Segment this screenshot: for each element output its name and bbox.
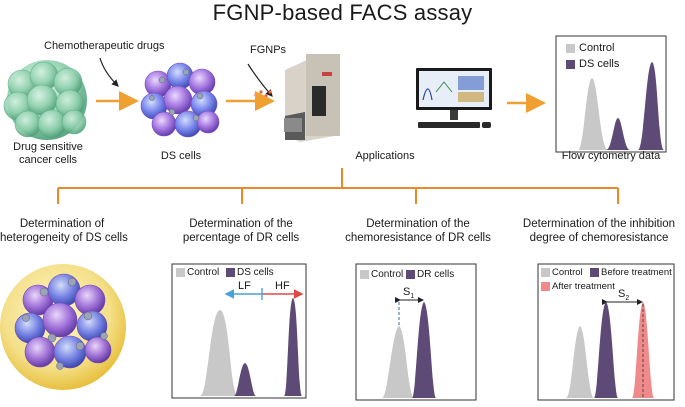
panel3-header: Determination of the chemoresistance of … — [345, 218, 491, 244]
drug-sensitive-cell-cluster — [3, 60, 87, 140]
heterogeneity-cell-cluster — [0, 264, 126, 390]
control-peak — [578, 78, 608, 150]
legend-swatch-before — [590, 268, 599, 277]
legend-swatch-control — [541, 268, 550, 277]
hf-label: HF — [275, 280, 290, 292]
flow-cytometer-instrument — [284, 54, 340, 142]
lf-label: LF — [238, 280, 251, 292]
p2-legend-control: Control — [187, 267, 220, 278]
computer-workstation — [416, 68, 492, 128]
drug-sensitive-label: Drug sensitive cancer cells — [13, 141, 83, 166]
dr-peak — [412, 302, 436, 398]
p4-legend-before: Before treatment — [601, 267, 672, 278]
applications-label: Applications — [355, 150, 415, 162]
legend-swatch-control — [176, 268, 185, 277]
diagram-title: FGNP-based FACS assay — [212, 0, 473, 25]
before-peak — [594, 302, 618, 398]
legend-swatch-control — [566, 44, 575, 53]
p4-legend-control: Control — [552, 267, 583, 278]
percentage-chart — [171, 263, 307, 399]
flow-data-chart — [555, 35, 667, 153]
control-peak — [382, 326, 414, 398]
flow-cytometry-data-label: Flow cytometry data — [561, 150, 661, 162]
ds-peak-high — [638, 62, 664, 150]
panel1-header: Determination of heterogeneity of DS cel… — [0, 218, 128, 244]
chemo-curved-arrow — [99, 57, 119, 87]
legend-control-label: Control — [579, 42, 615, 54]
ds-peak-low — [234, 363, 256, 396]
panel2-header: Determination of the percentage of DR ce… — [182, 218, 300, 244]
panel4-header: Determination of the inhibition degree o… — [522, 218, 676, 244]
p2-legend-ds: DS cells — [237, 267, 274, 278]
control-peak — [566, 326, 594, 398]
legend-swatch-control — [360, 270, 369, 279]
ds-cells-label: DS cells — [160, 150, 202, 162]
legend-swatch-ds — [566, 60, 575, 69]
inhibition-chart — [537, 263, 675, 401]
p3-legend-dr: DR cells — [417, 269, 455, 280]
ds-cell-cluster — [140, 62, 220, 138]
legend-swatch-after — [541, 282, 550, 291]
s1-label: S1 — [403, 286, 415, 301]
ds-peak-low — [606, 118, 630, 150]
chemoresistance-chart — [355, 263, 477, 401]
chemo-label: Chemotherapeutic drugs — [44, 40, 165, 52]
p4-legend-after: After treatment — [552, 281, 615, 292]
legend-swatch-ds — [226, 268, 235, 277]
branch-connector — [57, 168, 619, 204]
legend-swatch-dr — [406, 270, 415, 279]
legend-ds-label: DS cells — [579, 58, 620, 70]
s2-label: S2 — [618, 288, 630, 303]
fgnps-label: FGNPs — [250, 44, 287, 56]
control-peak — [200, 310, 238, 396]
ds-peak-high — [284, 298, 302, 396]
p3-legend-control: Control — [371, 269, 404, 280]
